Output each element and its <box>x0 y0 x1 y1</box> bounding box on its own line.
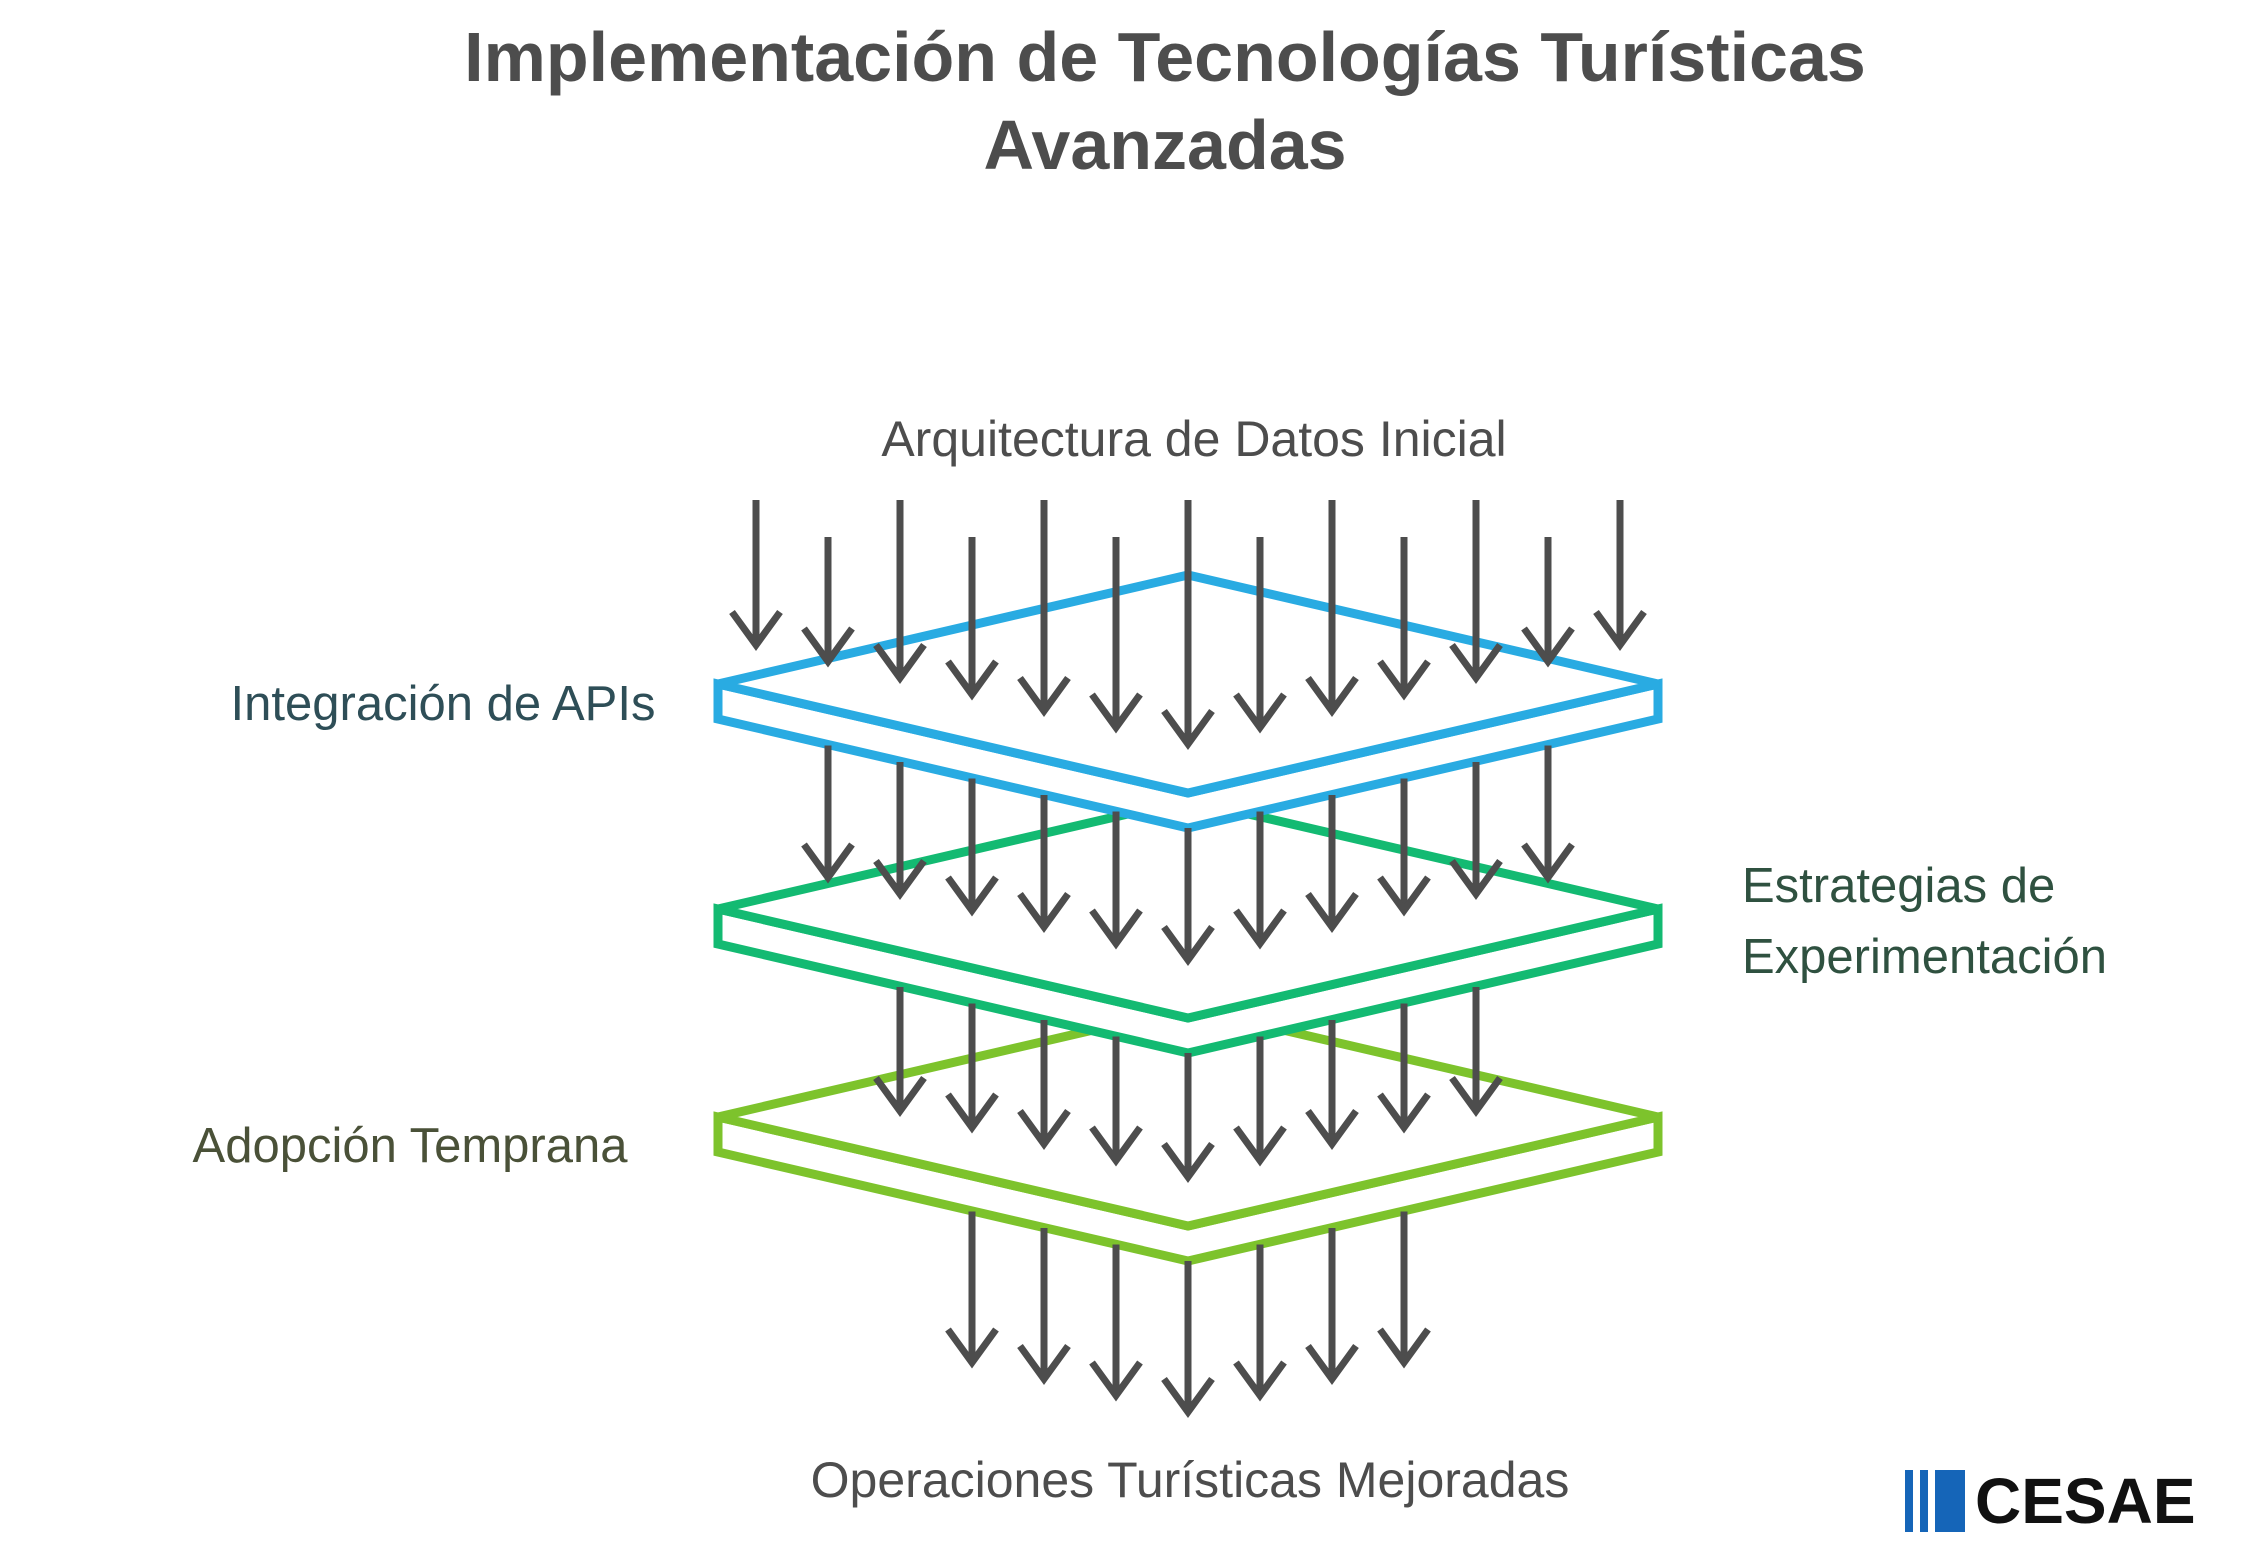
input-label: Arquitectura de Datos Inicial <box>881 411 1507 467</box>
cesae-logo-bars-icon <box>1905 1470 1965 1532</box>
flow-arrowhead-icon <box>1161 924 1215 966</box>
flow-arrowhead-icon <box>801 626 855 668</box>
flow-arrowhead-icon <box>945 1092 999 1134</box>
flow-arrowhead-icon <box>1089 1360 1143 1402</box>
flow-arrowhead-icon <box>1377 1092 1431 1134</box>
flow-arrowhead-icon <box>1593 609 1647 651</box>
flow-arrowhead-icon <box>1521 842 1575 884</box>
flow-arrowhead-icon <box>729 609 783 651</box>
flow-arrowhead-icon <box>1305 891 1359 933</box>
flow-arrowhead-icon <box>1233 1360 1287 1402</box>
flow-arrowhead-icon <box>1089 692 1143 734</box>
cesae-logo: CESAE <box>1905 1465 2196 1537</box>
flow-arrowhead-icon <box>1233 908 1287 950</box>
flow-arrowhead-icon <box>1161 708 1215 750</box>
flow-arrowhead-icon <box>1521 626 1575 668</box>
flow-arrowhead-icon <box>1017 675 1071 717</box>
flow-arrowhead-icon <box>1089 908 1143 950</box>
output-label: Operaciones Turísticas Mejoradas <box>810 1452 1570 1508</box>
flow-arrowhead-icon <box>1449 642 1503 684</box>
flow-arrowhead-icon <box>1089 1125 1143 1167</box>
flow-arrowhead-icon <box>801 842 855 884</box>
flow-arrowhead-icon <box>1233 692 1287 734</box>
page-title: Implementación de Tecnologías Turísticas… <box>464 18 1866 184</box>
flow-arrowhead-icon <box>1017 891 1071 933</box>
flow-arrowhead-icon <box>945 875 999 917</box>
flow-arrowhead-icon <box>1161 1376 1215 1418</box>
flow-arrowhead-icon <box>1305 1343 1359 1385</box>
layer-label-api-integration: Integración de APIs <box>230 677 656 731</box>
flow-arrowhead-icon <box>1017 1108 1071 1150</box>
flow-arrowhead-icon <box>1377 875 1431 917</box>
flow-arrowhead-icon <box>1305 675 1359 717</box>
flow-arrowhead-icon <box>1449 858 1503 900</box>
flow-arrowhead-icon <box>873 858 927 900</box>
layer-label-experimentation: Estrategias de Experimentación <box>1742 858 2107 984</box>
cesae-logo-text: CESAE <box>1975 1465 2196 1537</box>
flow-arrowhead-icon <box>1017 1343 1071 1385</box>
flow-arrowhead-icon <box>1233 1125 1287 1167</box>
flow-arrowhead-icon <box>1377 1327 1431 1369</box>
flow-arrowhead-icon <box>1161 1141 1215 1183</box>
flow-arrowhead-icon <box>1377 659 1431 701</box>
flow-arrowhead-icon <box>1449 1075 1503 1117</box>
flow-arrowhead-icon <box>945 659 999 701</box>
layer-label-early-adoption: Adopción Temprana <box>192 1119 628 1173</box>
flow-arrowhead-icon <box>873 1075 927 1117</box>
flow-arrowhead-icon <box>1305 1108 1359 1150</box>
flow-arrowhead-icon <box>945 1327 999 1369</box>
flow-arrowhead-icon <box>873 642 927 684</box>
